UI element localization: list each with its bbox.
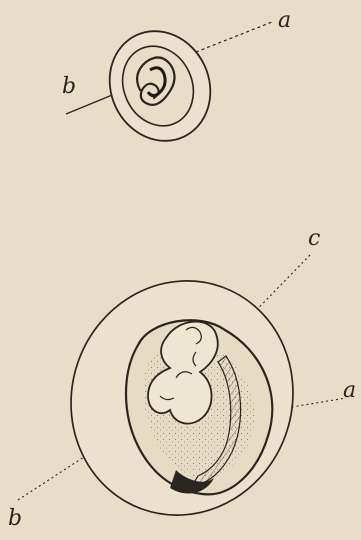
- lower-label-a: a: [343, 380, 356, 402]
- lower-seed: [18, 249, 346, 540]
- lower-label-c: c: [308, 228, 320, 250]
- upper-label-a: a: [278, 10, 291, 32]
- upper-label-b: b: [62, 76, 76, 98]
- lower-label-b: b: [8, 508, 22, 530]
- upper-seed: [66, 15, 272, 158]
- upper-axis-a-line: [196, 22, 272, 52]
